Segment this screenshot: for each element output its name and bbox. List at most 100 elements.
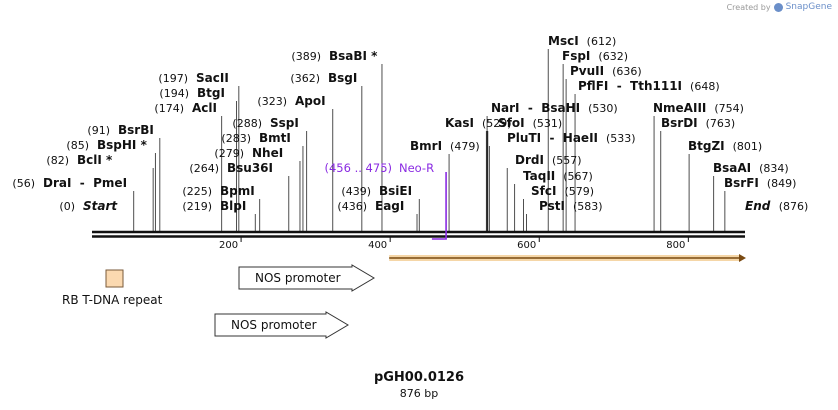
site-pos-pflfi-tth111i: (648) bbox=[690, 80, 720, 93]
primer-range-label: (456 .. 475) bbox=[325, 161, 393, 175]
snapgene-logo-icon bbox=[773, 2, 783, 12]
tick-label-400: 400 bbox=[368, 240, 387, 251]
site-pos-bsu36i: (264) bbox=[189, 162, 219, 175]
site-labels: Start(0)DraI - PmeI(56)BclI *(82)BspHI *… bbox=[12, 34, 808, 213]
nos-promoter-2-arrow bbox=[214, 311, 349, 339]
site-name-bsiei: BsiEI bbox=[379, 184, 412, 198]
site-pos-pluti-haeii: (533) bbox=[606, 132, 636, 145]
dna-backbone bbox=[92, 230, 745, 238]
site-name-sspi: SspI bbox=[270, 116, 299, 130]
site-pos-bpmi: (225) bbox=[182, 185, 212, 198]
site-pos-start: (0) bbox=[59, 200, 75, 213]
site-name-acli: AclI bbox=[192, 101, 217, 115]
site-pos-bsrdi: (763) bbox=[706, 117, 736, 130]
site-pos-bsgi: (362) bbox=[290, 72, 320, 85]
site-name-pflfi-tth111i: PflFI - Tth111I bbox=[578, 79, 682, 93]
rb-t-dna-repeat-box bbox=[105, 269, 124, 288]
orf-arrowhead bbox=[739, 254, 746, 262]
primer-neo-r: (456 .. 475) Neo-R bbox=[325, 161, 447, 240]
site-name-btgzi: BtgZI bbox=[688, 139, 725, 153]
site-pos-sspi: (288) bbox=[232, 117, 262, 130]
site-name-bcli: BclI * bbox=[77, 153, 113, 167]
site-name-blpi: BlpI bbox=[220, 199, 246, 213]
snapgene-watermark: Created by SnapGene bbox=[727, 2, 832, 12]
site-pos-sfoi: (531) bbox=[533, 117, 563, 130]
primer-name-label: Neo-R bbox=[399, 161, 434, 175]
site-name-psti: PstI bbox=[539, 199, 565, 213]
site-pos-sfci: (579) bbox=[564, 185, 594, 198]
site-name-taqii: TaqII bbox=[523, 169, 555, 183]
site-pos-drai-pmei: (56) bbox=[12, 177, 35, 190]
primer-neo-r-mark bbox=[431, 172, 447, 240]
site-name-bsphi: BspHI * bbox=[97, 138, 148, 152]
site-name-bsrdi: BsrDI bbox=[661, 116, 698, 130]
site-name-drai-pmei: DraI - PmeI bbox=[43, 176, 127, 190]
site-name-nhei: NheI bbox=[252, 146, 283, 160]
site-pos-fspi: (632) bbox=[598, 50, 628, 63]
site-pos-bsrbi: (91) bbox=[87, 124, 110, 137]
site-pos-nari-bsahi: (530) bbox=[588, 102, 618, 115]
site-pos-bsabi: (389) bbox=[291, 50, 321, 63]
site-pos-nmeaiii: (754) bbox=[714, 102, 744, 115]
site-name-pluti-haeii: PluTI - HaeII bbox=[507, 131, 598, 145]
site-name-bsu36i: Bsu36I bbox=[227, 161, 273, 175]
site-name-pvuii: PvuII bbox=[570, 64, 604, 78]
site-name-bsaai: BsaAI bbox=[713, 161, 751, 175]
site-pos-msci: (612) bbox=[587, 35, 617, 48]
site-pos-apoi: (323) bbox=[257, 95, 287, 108]
rb-t-dna-repeat-label: RB T-DNA repeat bbox=[62, 293, 163, 307]
ruler-ticks: 200 400 600 800 bbox=[219, 237, 689, 251]
site-name-kasi: KasI bbox=[445, 116, 474, 130]
site-pos-nhei: (279) bbox=[214, 147, 244, 160]
site-name-bsgi: BsgI bbox=[328, 71, 357, 85]
site-pos-acli: (174) bbox=[154, 102, 184, 115]
site-pos-bcli: (82) bbox=[46, 154, 69, 167]
site-pos-bsphi: (85) bbox=[66, 139, 89, 152]
site-pos-pvuii: (636) bbox=[612, 65, 642, 78]
site-name-fspi: FspI bbox=[562, 49, 590, 63]
site-pos-btgzi: (801) bbox=[733, 140, 763, 153]
site-pos-bsiei: (439) bbox=[341, 185, 371, 198]
site-pos-bmri: (479) bbox=[450, 140, 480, 153]
site-pos-bsaai: (834) bbox=[759, 162, 789, 175]
site-lines bbox=[133, 49, 726, 232]
tick-label-600: 600 bbox=[517, 240, 536, 251]
site-name-end: End bbox=[745, 199, 771, 213]
site-pos-end: (876) bbox=[779, 200, 809, 213]
site-name-bsabi: BsaBI * bbox=[329, 49, 378, 63]
plasmid-size: 876 bp bbox=[399, 387, 439, 400]
site-name-nmeaiii: NmeAIII bbox=[653, 101, 706, 115]
site-pos-sacii: (197) bbox=[158, 72, 188, 85]
site-name-eagi: EagI bbox=[375, 199, 404, 213]
site-name-sfoi: SfoI bbox=[498, 116, 525, 130]
site-pos-btgi: (194) bbox=[159, 87, 189, 100]
site-name-sfci: SfcI bbox=[531, 184, 556, 198]
site-name-apoi: ApoI bbox=[295, 94, 326, 108]
site-name-nari-bsahi: NarI - BsaHI bbox=[491, 101, 580, 115]
site-name-bsrfi: BsrFI bbox=[724, 176, 759, 190]
nos-promoter-1-arrow bbox=[238, 264, 375, 292]
nos-promoter-1-label: NOS promoter bbox=[255, 271, 341, 285]
site-name-sacii: SacII bbox=[196, 71, 229, 85]
site-name-bsrbi: BsrBI bbox=[118, 123, 154, 137]
site-name-bpmi: BpmI bbox=[220, 184, 255, 198]
watermark-brand: SnapGene bbox=[785, 2, 832, 12]
site-name-drdi: DrdI bbox=[515, 153, 544, 167]
site-pos-bsrfi: (849) bbox=[767, 177, 797, 190]
site-name-bmti: BmtI bbox=[259, 131, 291, 145]
site-name-btgi: BtgI bbox=[197, 86, 225, 100]
site-pos-eagi: (436) bbox=[337, 200, 367, 213]
plasmid-name: pGH00.0126 bbox=[373, 370, 465, 385]
tick-label-200: 200 bbox=[219, 240, 238, 251]
site-pos-taqii: (567) bbox=[563, 170, 593, 183]
site-name-msci: MscI bbox=[548, 34, 579, 48]
watermark-prefix: Created by bbox=[726, 2, 771, 12]
site-pos-drdi: (557) bbox=[552, 154, 582, 167]
site-pos-kasi: (529) bbox=[482, 117, 512, 130]
site-pos-psti: (583) bbox=[573, 200, 603, 213]
site-name-bmri: BmrI bbox=[410, 139, 442, 153]
tick-label-800: 800 bbox=[666, 240, 685, 251]
site-pos-blpi: (219) bbox=[182, 200, 212, 213]
